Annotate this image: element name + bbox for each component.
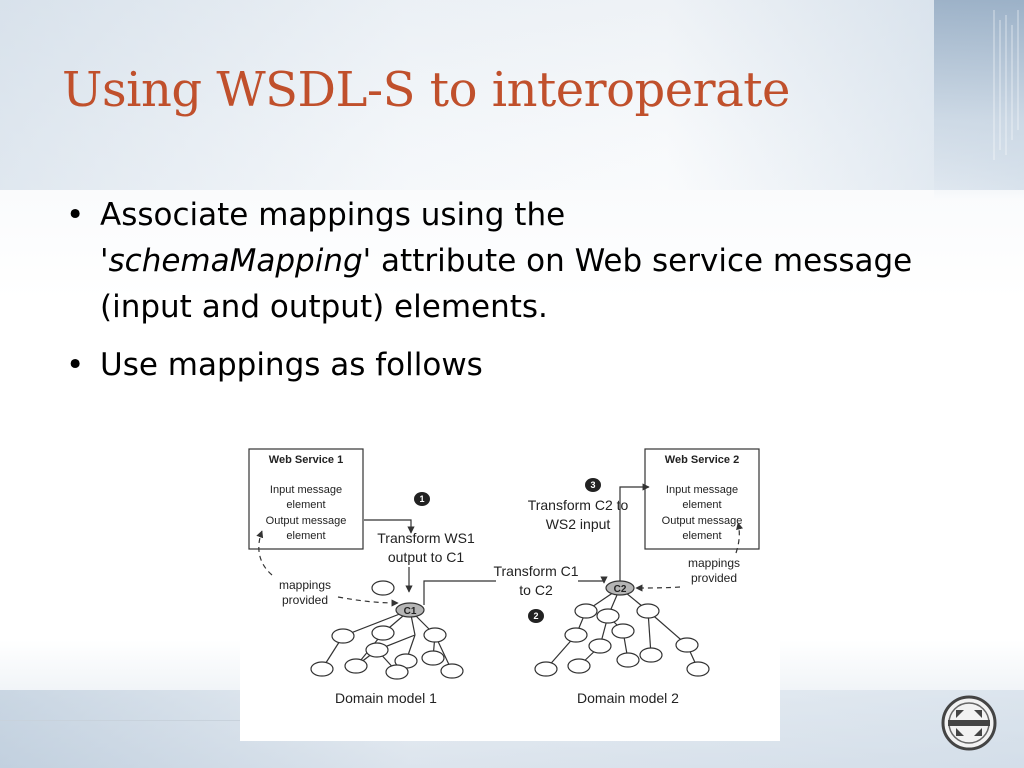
domain-model-1-label: Domain model 1 bbox=[335, 690, 437, 706]
bullet-text: Use mappings as follows bbox=[100, 347, 483, 383]
step-1-badge bbox=[414, 492, 430, 506]
mappings-left-label: mappings bbox=[279, 578, 331, 592]
step-3-badge bbox=[585, 478, 601, 492]
web-service-2-box bbox=[644, 448, 760, 550]
bullet-text: Associate mappings using the bbox=[100, 197, 566, 233]
bullet-list: • Associate mappings using the 'schemaMa… bbox=[62, 192, 962, 400]
step-2-line-left bbox=[423, 580, 496, 605]
mapping-diagram: Web Service 1 Input message element Outp… bbox=[248, 448, 760, 706]
web-service-1-line: element bbox=[286, 499, 325, 511]
domain-model-1-tree bbox=[310, 580, 464, 680]
web-service-2-line: Output message bbox=[662, 515, 743, 527]
web-service-2-line: Input message bbox=[666, 484, 738, 496]
domain-model-2-label: Domain model 2 bbox=[577, 690, 679, 706]
step-3-arrow bbox=[619, 483, 650, 582]
bullet-text: attribute on Web service message (input … bbox=[100, 243, 913, 325]
mappings-left-arrow-right bbox=[337, 596, 399, 607]
domain-model-2-tree bbox=[534, 587, 710, 677]
bullet-item: • Associate mappings using the 'schemaMa… bbox=[62, 192, 962, 330]
footer-divider bbox=[0, 720, 470, 721]
step-2-label: Transform C1 bbox=[493, 563, 578, 579]
step-1-arrow-in bbox=[364, 519, 415, 534]
web-service-2-line: element bbox=[682, 499, 721, 511]
mappings-left-arrow-up bbox=[256, 530, 273, 576]
web-service-1-line: element bbox=[286, 530, 325, 542]
web-service-1-line: Input message bbox=[270, 484, 342, 496]
web-service-1-title: Web Service 1 bbox=[269, 454, 343, 466]
step-1-label: Transform WS1 bbox=[377, 530, 475, 546]
step-3-number: 3 bbox=[590, 480, 595, 490]
web-service-1-box bbox=[248, 448, 364, 550]
mappings-right-arrow-left bbox=[635, 584, 681, 592]
web-service-2-title: Web Service 2 bbox=[665, 454, 739, 466]
step-2-label: to C2 bbox=[519, 582, 553, 598]
mappings-right-label: mappings bbox=[688, 556, 740, 570]
web-service-2-line: element bbox=[682, 530, 721, 542]
step-1-number: 1 bbox=[419, 494, 424, 504]
lsdis-logo-icon bbox=[941, 695, 997, 751]
diagram-panel: Web Service 1 Input message element Outp… bbox=[240, 437, 780, 741]
c1-node bbox=[395, 602, 425, 618]
bullet-dot-icon: • bbox=[66, 197, 85, 233]
background-decoration-corner-lines bbox=[993, 10, 1019, 160]
background-decoration-top bbox=[0, 0, 1024, 190]
step-2-arrow-right bbox=[578, 576, 608, 584]
step-2-badge bbox=[528, 609, 544, 623]
step-1-label: output to C1 bbox=[388, 549, 464, 565]
c2-label: C2 bbox=[614, 584, 627, 595]
mappings-right-label: provided bbox=[691, 571, 737, 585]
background-decoration-corner bbox=[934, 0, 1024, 200]
slide-title: Using WSDL-S to interoperate bbox=[62, 62, 790, 118]
mappings-right-arrow-up bbox=[735, 522, 744, 554]
c1-label: C1 bbox=[404, 606, 417, 617]
web-service-1-line: Output message bbox=[266, 515, 347, 527]
mappings-left-label: provided bbox=[282, 593, 328, 607]
bullet-item: • Use mappings as follows bbox=[62, 342, 962, 388]
step-2-number: 2 bbox=[533, 611, 538, 621]
step-3-label: WS2 input bbox=[546, 516, 611, 532]
bullet-emphasis: 'schemaMapping' bbox=[100, 243, 372, 279]
c2-node bbox=[605, 580, 635, 596]
step-3-label: Transform C2 to bbox=[528, 497, 629, 513]
bullet-dot-icon: • bbox=[66, 347, 85, 383]
